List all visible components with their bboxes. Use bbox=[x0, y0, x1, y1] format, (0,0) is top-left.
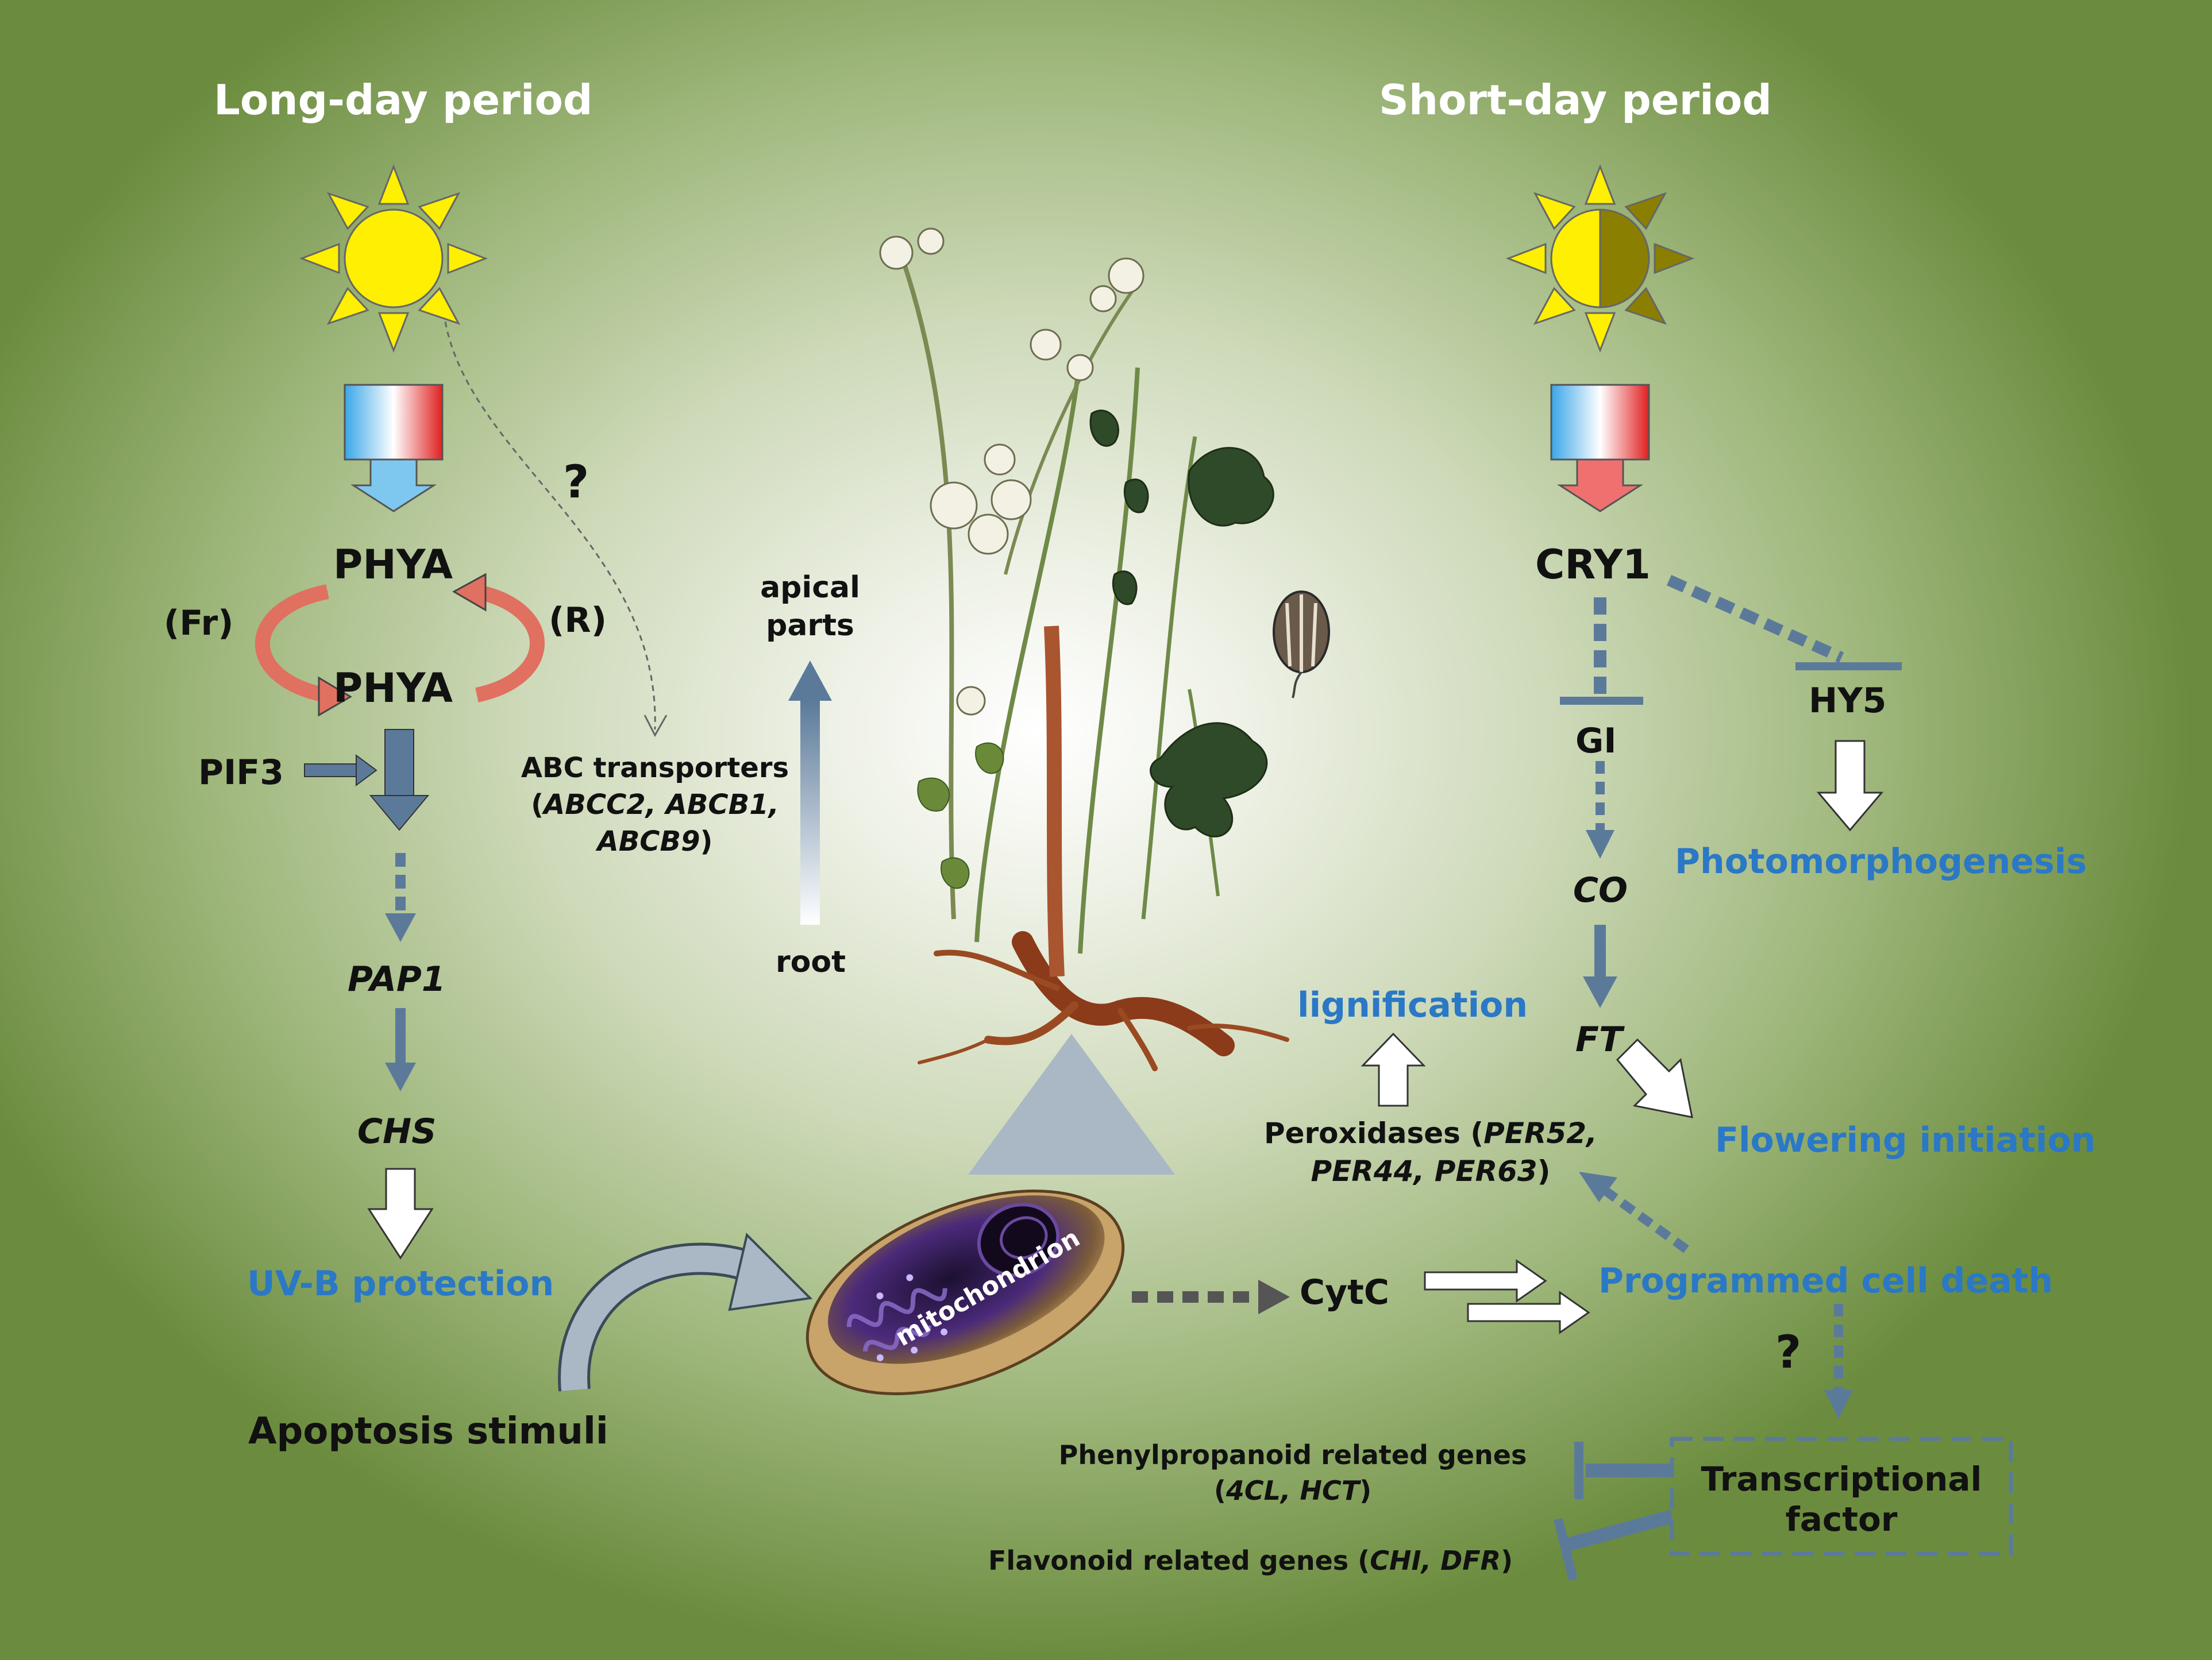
abc-line-2: (ABCC2, ABCB1, bbox=[514, 786, 796, 823]
light-spectrum-arrow-right bbox=[1550, 384, 1650, 512]
label-phya-bottom: PHYA bbox=[333, 665, 453, 712]
label-pap1: PAP1 bbox=[348, 959, 446, 999]
inhibit-cry1-to-hy5 bbox=[1666, 574, 1844, 663]
label-root: root bbox=[776, 945, 846, 979]
plant-illustration bbox=[879, 227, 1330, 1071]
phenyl-paren-open: ( bbox=[1213, 1475, 1226, 1506]
label-hy5: HY5 bbox=[1809, 681, 1887, 721]
question-mark-tf: ? bbox=[1775, 1327, 1802, 1379]
title-long-day: Long-day period bbox=[214, 76, 593, 124]
dashed-arrow-pcd-to-perox bbox=[1600, 1185, 1689, 1253]
perox-prefix: Peroxidases ( bbox=[1263, 1117, 1484, 1150]
label-chs: CHS bbox=[357, 1111, 437, 1152]
abc-paren-open: ( bbox=[531, 789, 544, 821]
label-apical-parts: apical parts bbox=[753, 569, 868, 644]
label-cytc: CytC bbox=[1300, 1272, 1389, 1312]
abc-line-3: ABCB9) bbox=[514, 823, 796, 860]
phenyl-paren-close: ) bbox=[1359, 1475, 1372, 1506]
title-short-day: Short-day period bbox=[1379, 76, 1772, 124]
abc-arrowhead bbox=[643, 715, 668, 738]
abc-genes-1: ABCC2, ABCB1, bbox=[544, 789, 779, 821]
label-apoptosis-stimuli: Apoptosis stimuli bbox=[248, 1410, 608, 1453]
label-programmed-cell-death: Programmed cell death bbox=[1598, 1261, 2053, 1301]
perox-paren-close: ) bbox=[1537, 1155, 1551, 1188]
label-flowering-initiation: Flowering initiation bbox=[1715, 1120, 2096, 1160]
question-mark-abc: ? bbox=[563, 457, 589, 508]
label-photomorphogenesis: Photomorphogenesis bbox=[1675, 841, 2087, 882]
flav-paren-close: ) bbox=[1501, 1545, 1513, 1576]
apical-line-2: parts bbox=[766, 608, 854, 643]
flav-genes: CHI, DFR bbox=[1370, 1545, 1501, 1576]
perox-gene-1: PER52, bbox=[1483, 1117, 1598, 1150]
sun-to-abc-dashed-arrow bbox=[444, 321, 656, 730]
label-cry1: CRY1 bbox=[1535, 541, 1651, 588]
sun-icon-long-day bbox=[299, 164, 488, 353]
label-flavonoid-genes: Flavonoid related genes (CHI, DFR) bbox=[988, 1545, 1513, 1576]
label-gi: GI bbox=[1575, 721, 1617, 761]
label-lignification: lignification bbox=[1297, 985, 1528, 1025]
light-spectrum-arrow-left bbox=[344, 384, 444, 512]
sun-icon-short-day bbox=[1505, 164, 1695, 353]
root-to-apical-arrow bbox=[788, 661, 832, 925]
transcriptional-factor-box bbox=[1670, 1437, 2013, 1556]
apoptosis-curved-arrow bbox=[558, 1233, 813, 1392]
label-ft: FT bbox=[1575, 1020, 1623, 1060]
label-peroxidases: Peroxidases (PER52, PER44, PER63) bbox=[1258, 1114, 1603, 1190]
arrow-hy5-to-photomorphogenesis bbox=[1816, 740, 1884, 832]
label-phenylpropanoid-genes: Phenylpropanoid related genes (4CL, HCT) bbox=[1040, 1437, 1546, 1508]
perox-line-2: PER44, PER63) bbox=[1258, 1152, 1603, 1190]
arrow-perox-to-lignification bbox=[1361, 1032, 1426, 1107]
cytc-to-pcd-arrows bbox=[1424, 1259, 1590, 1334]
arrow-chs-to-uvb bbox=[367, 1168, 434, 1260]
label-phya-top: PHYA bbox=[333, 541, 453, 588]
label-far-red: (Fr) bbox=[164, 603, 234, 643]
abc-line-1: ABC transporters bbox=[521, 752, 789, 784]
flav-prefix: Flavonoid related genes ( bbox=[988, 1545, 1370, 1576]
phenyl-line-1: Phenylpropanoid related genes bbox=[1058, 1439, 1527, 1470]
perox-genes-2: PER44, PER63 bbox=[1311, 1155, 1537, 1188]
abc-paren-close: ) bbox=[700, 825, 713, 858]
arrow-ft-to-flowering bbox=[1616, 1038, 1693, 1118]
tf-line-2: factor bbox=[1785, 1500, 1898, 1539]
apical-line-1: apical bbox=[760, 570, 860, 605]
label-transcriptional-factor: Transcriptional factor bbox=[1678, 1459, 2005, 1539]
phenyl-genes: 4CL, HCT bbox=[1226, 1475, 1360, 1506]
tf-inhibition-lines bbox=[1554, 1442, 1674, 1581]
label-abc-transporters: ABC transporters (ABCC2, ABCB1, ABCB9) bbox=[514, 750, 796, 860]
tf-line-1: Transcriptional bbox=[1701, 1460, 1982, 1499]
zoom-triangle bbox=[968, 1034, 1175, 1175]
mitochondrion-image bbox=[806, 1190, 1125, 1395]
pif3-arrow bbox=[304, 754, 377, 786]
phya-down-arrow bbox=[369, 729, 430, 831]
label-uvb-protection: UV-B protection bbox=[247, 1264, 554, 1304]
abc-genes-2: ABCB9 bbox=[597, 825, 700, 858]
perox-line-1: Peroxidases (PER52, bbox=[1258, 1114, 1603, 1152]
label-co: CO bbox=[1573, 870, 1628, 910]
label-red: (R) bbox=[549, 600, 607, 640]
label-pif3: PIF3 bbox=[198, 752, 284, 793]
phenyl-line-2: (4CL, HCT) bbox=[1040, 1473, 1546, 1508]
